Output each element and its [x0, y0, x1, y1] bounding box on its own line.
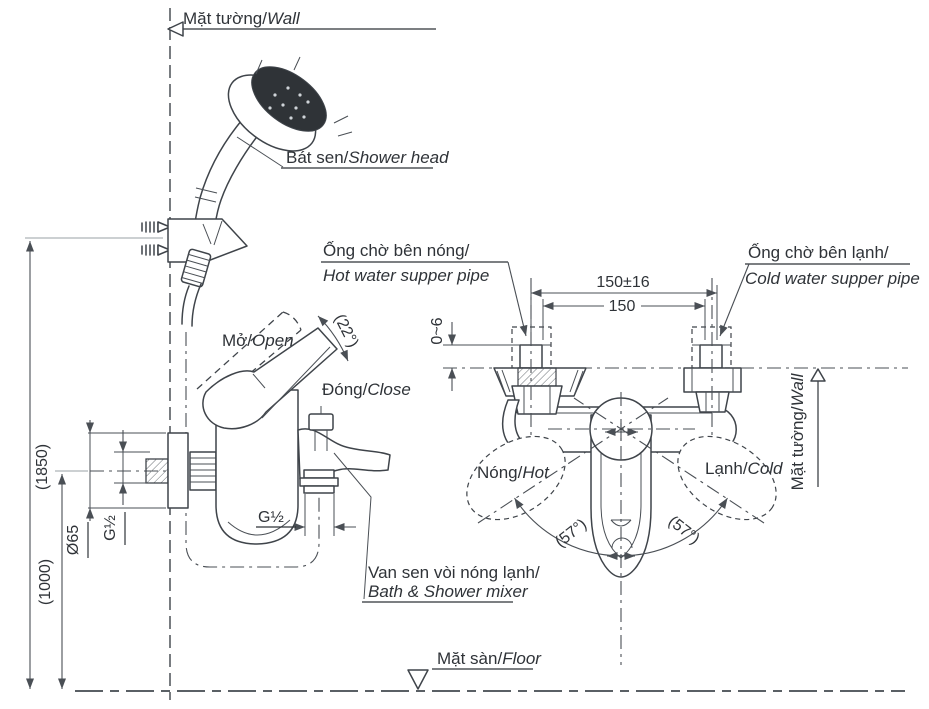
- dim-outlet-thread: G½: [258, 509, 284, 526]
- center-adjust-arrows: [605, 423, 638, 441]
- escutcheon-plate: [167, 432, 189, 509]
- label-wall-right: Mặt tường/Wall: [788, 372, 807, 490]
- label-cold: Lạnh/Cold: [705, 459, 783, 478]
- shower-hose-phantom: [185, 332, 320, 568]
- label-hot-pipe-vi: Ống chờ bên nóng/: [323, 240, 470, 260]
- hose-solid: [181, 283, 202, 327]
- dim-1850: (1850): [34, 444, 51, 490]
- label-shower-head: Bát sen/Shower head: [286, 148, 449, 167]
- screw: [141, 221, 171, 233]
- dim-1000: (1000): [37, 559, 54, 605]
- dim-swing-right: (57°): [665, 513, 703, 548]
- wall-right-arrow: [810, 368, 826, 382]
- inlet-connector: [189, 451, 217, 491]
- label-cold-pipe-en: Cold water supper pipe: [745, 269, 920, 288]
- label-mixer-vi: Van sen vòi nóng lạnh/: [368, 563, 540, 582]
- diverter-knob: [308, 406, 334, 451]
- label-cold-pipe-vi: Ống chờ bên lạnh/: [748, 242, 889, 262]
- center-lines: [477, 278, 765, 665]
- labels: Mặt tường/Wall Bát sen/Shower head Ống c…: [167, 9, 920, 690]
- dim-inlet-thread: G½: [102, 515, 119, 541]
- side-view: [25, 8, 391, 700]
- label-close: Đóng/Close: [322, 380, 411, 399]
- spray-face: [251, 66, 327, 132]
- label-floor: Mặt sàn/Floor: [437, 649, 542, 668]
- dim-open-angle: (22°): [331, 312, 362, 351]
- inlet-thread-stub: [145, 458, 169, 484]
- spray-ticks: [255, 56, 353, 137]
- lever-handle-side: [196, 311, 338, 430]
- shower-bracket: [25, 218, 248, 327]
- label-mixer-en: Bath & Shower mixer: [368, 582, 529, 601]
- dim-150: 150: [609, 298, 636, 315]
- wall-top-arrow: [167, 21, 184, 37]
- hose-nut: [180, 248, 212, 288]
- label-hot: Nóng/Hot: [477, 463, 550, 482]
- wall-inlet: [90, 432, 242, 509]
- spray-nozzles: [268, 86, 310, 120]
- label-wall-top: Mặt tường/Wall: [183, 9, 301, 28]
- label-hot-pipe-en: Hot water supper pipe: [323, 266, 489, 285]
- dim-protrusion: 0~6: [429, 317, 446, 344]
- front-view: [443, 278, 908, 665]
- handle-closed: [202, 327, 338, 430]
- dim-150-tol: 150±16: [596, 274, 649, 291]
- screw: [141, 244, 171, 256]
- bracket-body: [167, 218, 248, 263]
- label-open: Mở/Open: [222, 331, 294, 350]
- dim-flange: Ø65: [65, 525, 82, 555]
- hose-outlet: [299, 469, 339, 494]
- handle-open-position: [196, 311, 302, 405]
- floor-datum-triangle: [407, 669, 429, 690]
